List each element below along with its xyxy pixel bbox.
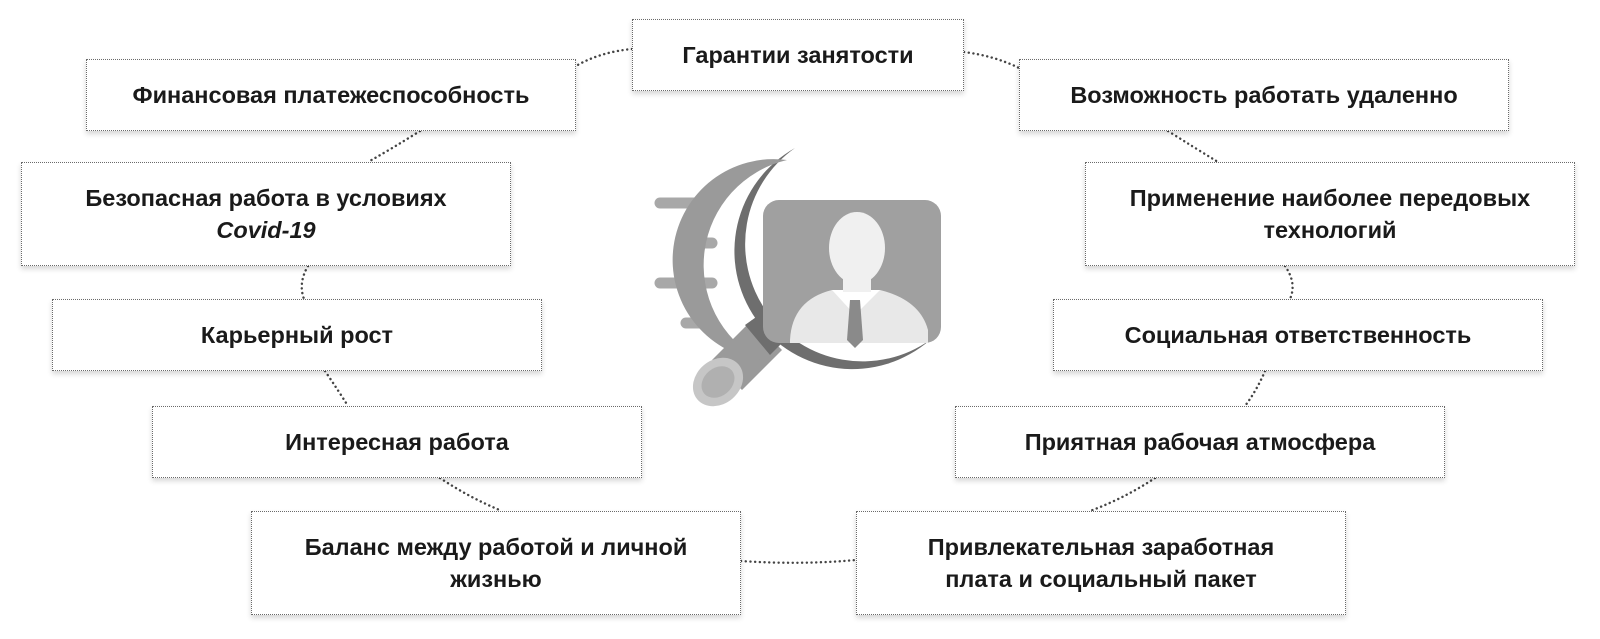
connector-covid-career xyxy=(300,264,310,301)
connector-tech-social xyxy=(1283,264,1294,301)
factor-remote-work: Возможность работать удаленно xyxy=(1019,59,1509,131)
factor-label: Приятная рабочая атмосфера xyxy=(1024,429,1376,455)
factor-work-life-balance: Баланс между работой и личной жизнью xyxy=(251,511,741,615)
factor-advanced-technologies: Применение наиболее передовых технологий xyxy=(1085,162,1575,266)
magnifier-candidate-search-icon xyxy=(650,140,950,410)
factor-financial-solvency: Финансовая платежеспособность xyxy=(86,59,576,131)
factor-label: Социальная ответственность xyxy=(1124,322,1472,348)
factor-label: технологий xyxy=(1263,217,1397,243)
factor-social-responsibility: Социальная ответственность xyxy=(1053,299,1543,371)
magnifier-ring xyxy=(672,148,930,370)
connector-guarantee-finance xyxy=(574,47,634,68)
factor-label: Финансовая платежеспособность xyxy=(132,82,530,108)
connector-atmos-salary xyxy=(1088,476,1157,513)
factor-label: Применение наиболее передовых xyxy=(1129,185,1531,211)
factor-label: Безопасная работа в условиях xyxy=(85,185,447,211)
factor-pleasant-atmosphere: Приятная рабочая атмосфера xyxy=(955,406,1445,478)
factor-label: Гарантии занятости xyxy=(682,42,914,68)
connector-remote-tech xyxy=(1166,129,1220,164)
factor-interesting-work: Интересная работа xyxy=(152,406,642,478)
factor-covid-safety: Безопасная работа в условиях Covid-19 xyxy=(21,162,511,266)
connector-interest-balance xyxy=(438,476,504,513)
factor-job-security: Гарантии занятости xyxy=(632,19,964,91)
factor-label: Интересная работа xyxy=(285,429,509,455)
factor-career-growth: Карьерный рост xyxy=(52,299,542,371)
factor-label: Возможность работать удаленно xyxy=(1070,82,1458,108)
factor-label: Карьерный рост xyxy=(200,322,394,348)
factor-label: жизнью xyxy=(450,566,542,592)
connector-finance-covid xyxy=(366,129,422,164)
factor-label-emphasis: Covid-19 xyxy=(216,217,316,243)
candidate-profile-card xyxy=(763,200,941,348)
connector-balance-salary xyxy=(739,558,858,564)
connector-career-interest xyxy=(323,369,350,408)
connector-social-atmos xyxy=(1243,369,1267,408)
factor-label: Баланс между работой и личной xyxy=(304,534,688,560)
factor-label: плата и социальный пакет xyxy=(945,566,1257,592)
factor-salary-benefits: Привлекательная заработная плата и социа… xyxy=(856,511,1346,615)
connector-guarantee-remote xyxy=(962,50,1021,70)
factor-label: Привлекательная заработная xyxy=(927,534,1275,560)
